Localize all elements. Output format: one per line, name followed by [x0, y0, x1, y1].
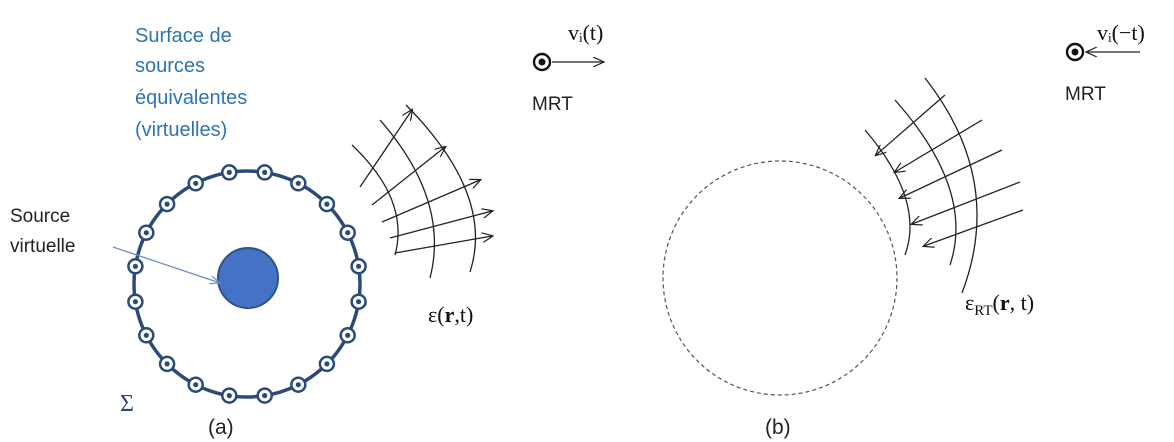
ray-out-5	[394, 236, 492, 254]
equivalent-source-dot	[132, 299, 138, 305]
equivalent-source-dot	[356, 299, 362, 305]
equivalent-source-dot	[143, 332, 149, 338]
equivalent-source-dot	[295, 180, 301, 186]
mrt-label-a: MRT	[532, 94, 573, 115]
mrt-velocity-a: vᵢ(t)	[568, 20, 603, 45]
equivalent-source-surface	[132, 169, 362, 399]
equivalent-source-dot	[143, 230, 149, 236]
wavefront-arc-b-1	[864, 129, 911, 256]
mrt-marker-a-dot	[538, 58, 546, 66]
mrt-marker-b-dot	[1071, 48, 1079, 56]
mrt-label-b: MRT	[1065, 84, 1106, 105]
equivalent-source-dot	[356, 263, 362, 269]
wavefront-arc-1	[351, 144, 399, 256]
surface-sources	[127, 164, 367, 404]
surface-label-line-3: équivalentes	[135, 87, 247, 109]
surface-label-line-1: Surface de	[135, 25, 232, 47]
ray-out-1	[359, 110, 412, 188]
wavefront-arc-3	[405, 104, 477, 273]
ray-out-4	[389, 211, 492, 239]
incoming-rays	[876, 94, 1024, 246]
equivalent-source-dot	[295, 382, 301, 388]
ray-in-2	[895, 119, 983, 172]
source-label-line-1: Source	[10, 206, 70, 227]
dashed-boundary	[662, 160, 898, 396]
incoming-wavefronts	[864, 77, 978, 294]
equivalent-source-dot	[262, 169, 268, 175]
ray-in-1	[876, 94, 946, 155]
ray-out-2	[371, 147, 445, 206]
field-label-b: εRT(r, t)	[965, 290, 1034, 319]
wavefront-arc-2	[379, 119, 436, 279]
mrt-velocity-b: vᵢ(−t)	[1097, 20, 1145, 45]
outgoing-wavefronts	[351, 104, 477, 279]
panel-a: Surface de sources équivalentes (virtuel…	[10, 20, 603, 439]
equivalent-source-dot	[262, 393, 268, 399]
equivalent-source-dot	[324, 361, 330, 367]
panel-b: εRT(r, t) vᵢ(−t) MRT (b)	[662, 20, 1145, 439]
wavefront-arc-b-2	[894, 99, 957, 266]
caption-b: (b)	[765, 416, 791, 439]
surface-label-line-2: sources	[135, 55, 205, 77]
virtual-source	[217, 247, 279, 309]
equivalent-source-dot	[226, 393, 232, 399]
equivalent-source-dot	[164, 201, 170, 207]
ray-in-3	[900, 149, 1003, 198]
equivalent-source-dot	[345, 230, 351, 236]
source-pointer-arrow	[112, 246, 220, 283]
equivalent-source-dot	[164, 361, 170, 367]
equivalent-source-dot	[345, 332, 351, 338]
equivalent-source-dot	[132, 263, 138, 269]
sigma-label: Σ	[120, 391, 134, 417]
ray-in-5	[924, 209, 1024, 246]
equivalent-source-dot	[193, 382, 199, 388]
field-label-a: ε(r,t)	[428, 302, 473, 327]
ray-out-3	[381, 180, 480, 223]
equivalent-source-dot	[226, 169, 232, 175]
equivalent-source-dot	[193, 180, 199, 186]
outgoing-rays	[359, 110, 492, 254]
surface-label-line-4: (virtuelles)	[135, 119, 227, 141]
ray-in-4	[912, 181, 1021, 224]
source-label-line-2: virtuelle	[10, 236, 75, 257]
wavefront-arc-b-3	[924, 77, 978, 294]
equivalent-source-dot	[324, 201, 330, 207]
caption-a: (a)	[208, 416, 234, 439]
